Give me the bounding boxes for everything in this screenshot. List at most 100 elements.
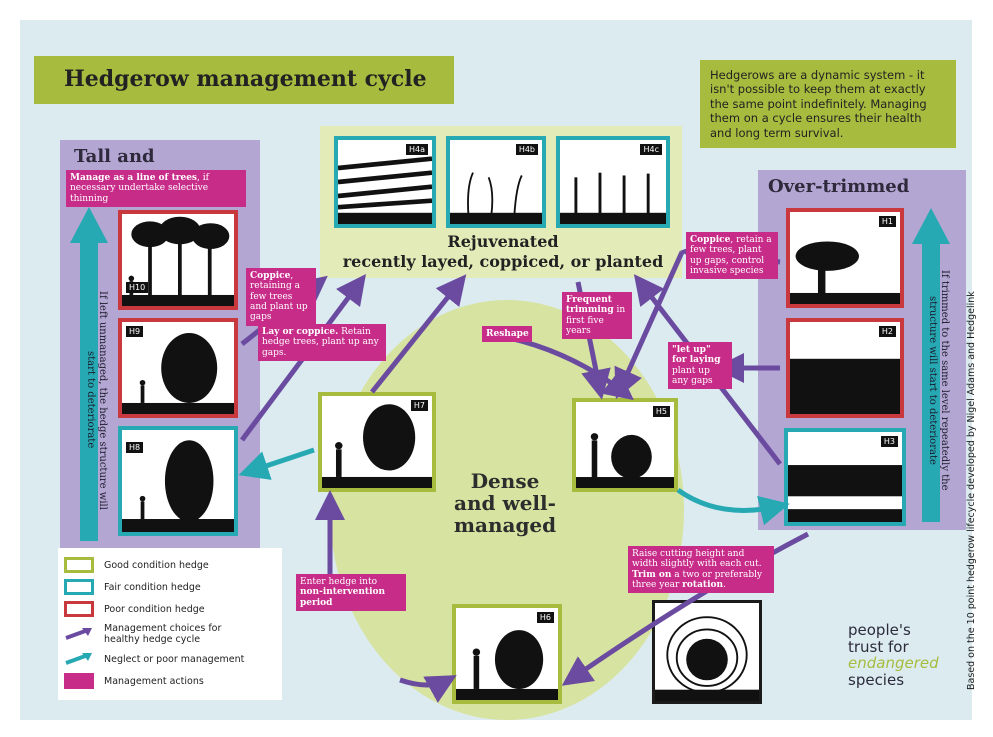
hedge-h2: H2 (786, 318, 904, 418)
action-bold: Manage as a line of trees (70, 173, 197, 183)
label-h6: H6 (536, 612, 554, 623)
action-reshape: Reshape (482, 326, 532, 343)
action-coppice-right: Coppice, retain a few trees, plant up ga… (686, 232, 778, 280)
logo-line1: people's (848, 621, 911, 639)
legend-fair: Fair condition hedge (64, 576, 276, 598)
label-h4b: H4b (515, 144, 538, 155)
action-text: Enter hedge into (300, 577, 378, 587)
hedge-silhouette-icon (788, 465, 902, 522)
trim-layers-icon (655, 616, 759, 701)
action-text: Raise cutting height and width slightly … (632, 549, 762, 570)
credit-text: Based on the 10 point hedgerow lifecycle… (966, 291, 977, 690)
action-bold: "let up" for laying (672, 345, 721, 366)
action-bold: Coppice (250, 271, 291, 281)
action-text: . (723, 580, 726, 591)
action-manage-line-of-trees: Manage as a line of trees, if necessary … (66, 170, 246, 208)
center-line1: Dense (470, 469, 540, 493)
hedge-h9: H9 (118, 318, 238, 418)
label-h3: H3 (880, 436, 898, 447)
hedge-silhouette-icon (122, 440, 234, 532)
legend-management-actions: Management actions (64, 670, 276, 692)
legend-label: Good condition hedge (104, 559, 209, 571)
over-trimmed-title: Over-trimmed (768, 176, 910, 197)
teal-arrow-icon (65, 653, 92, 665)
neglect-up-arrow-left (70, 207, 108, 541)
action-bold: Coppice (690, 235, 731, 245)
dense-well-managed-title: Dense and well- managed (430, 470, 580, 536)
action-text: plant up any gaps (672, 365, 713, 387)
legend-neglect: Neglect or poor management (64, 648, 276, 670)
center-line3: managed (453, 513, 557, 537)
label-h8: H8 (126, 442, 144, 453)
hedge-h4b: H4b (446, 136, 546, 228)
hedge-h4c: H4c (556, 136, 670, 228)
hedge-trim-profile (652, 600, 762, 704)
action-coppice-left: Coppice, retaining a few trees and plant… (246, 268, 316, 326)
tree-silhouette-icon (790, 241, 900, 304)
label-h4c: H4c (640, 144, 662, 155)
purple-arrow-icon (65, 628, 92, 640)
right-side-text: If trimmed to the same level repeatedly … (927, 269, 950, 491)
coppiced-hedge-icon (450, 172, 542, 224)
label-h4a: H4a (405, 144, 428, 155)
planted-hedge-icon (560, 172, 666, 224)
action-let-up: "let up" for laying plant up any gaps (668, 342, 732, 390)
hedge-h6: H6 (452, 604, 562, 704)
hedge-h3: H3 (784, 428, 906, 526)
legend-poor: Poor condition hedge (64, 598, 276, 620)
legend-good: Good condition hedge (64, 554, 276, 576)
neglect-up-arrow-right (912, 208, 950, 522)
action-raise-cutting-height: Raise cutting height and width slightly … (628, 546, 774, 594)
action-text: , if necessary undertake selective thinn… (70, 173, 209, 204)
action-text: a two or preferably three year (632, 569, 763, 591)
action-bold: Lay or coppice. (262, 327, 339, 337)
hedge-h8: H8 (118, 426, 238, 536)
action-bold: non-intervention period (300, 587, 386, 608)
hedge-h7: H7 (318, 392, 436, 492)
label-h9: H9 (126, 326, 144, 337)
action-bold: Reshape (486, 329, 529, 339)
good-swatch (64, 557, 94, 573)
logo-line4: species (848, 670, 905, 689)
rejuvenated-title: Rejuvenated recently layed, coppiced, or… (330, 232, 676, 272)
magenta-swatch (64, 673, 94, 689)
diagram-title: Hedgerow management cycle (34, 56, 454, 104)
action-text: in first five years (566, 305, 626, 337)
label-h10: H10 (126, 282, 149, 293)
hedge-silhouette-icon (322, 404, 432, 488)
rejuvenated-line2: recently layed, coppiced, or planted (342, 252, 664, 271)
label-h2: H2 (878, 326, 896, 337)
hedge-h5: H5 (572, 398, 678, 492)
hedge-h1: H1 (786, 208, 904, 308)
action-text: Retain hedge trees, plant up any gaps. (262, 327, 379, 358)
logo-line2: trust for (848, 637, 909, 656)
center-line2: and well- (454, 491, 556, 515)
action-non-intervention: Enter hedge into non-intervention period (296, 574, 406, 612)
fair-swatch (64, 579, 94, 595)
legend-management-choice: Management choices for healthy hedge cyc… (64, 620, 276, 648)
hedge-silhouette-icon (790, 358, 900, 414)
hedge-silhouette-icon (122, 333, 234, 414)
legend-label: Fair condition hedge (104, 581, 201, 593)
left-side-text: If left unmanaged, the hedge structure w… (85, 290, 108, 510)
legend-label: Neglect or poor management (104, 653, 245, 665)
rejuvenated-line1: Rejuvenated (447, 232, 559, 251)
action-bold: Frequent trimming (566, 295, 614, 316)
legend-label: Poor condition hedge (104, 603, 205, 615)
label-h1: H1 (878, 216, 896, 227)
tree-silhouette-icon (122, 216, 234, 306)
poor-swatch (64, 601, 94, 617)
hedge-h4a: H4a (334, 136, 436, 228)
laid-hedge-icon (338, 156, 432, 224)
legend: Good condition hedge Fair condition hedg… (58, 548, 282, 700)
label-h7: H7 (410, 400, 428, 411)
action-frequent-trimming: Frequent trimming in first five years (562, 292, 632, 340)
action-text: , retain a few trees, plant up gaps, con… (690, 235, 772, 277)
hedge-h10: H10 (118, 210, 238, 310)
action-bold: Trim on (632, 569, 672, 580)
action-lay-or-coppice: Lay or coppice. Retain hedge trees, plan… (258, 324, 386, 362)
intro-text: Hedgerows are a dynamic system - it isn'… (700, 60, 956, 148)
action-bold: rotation (682, 580, 724, 591)
pte-logo: people's trust for endangered species (848, 622, 958, 688)
label-h5: H5 (652, 406, 670, 417)
